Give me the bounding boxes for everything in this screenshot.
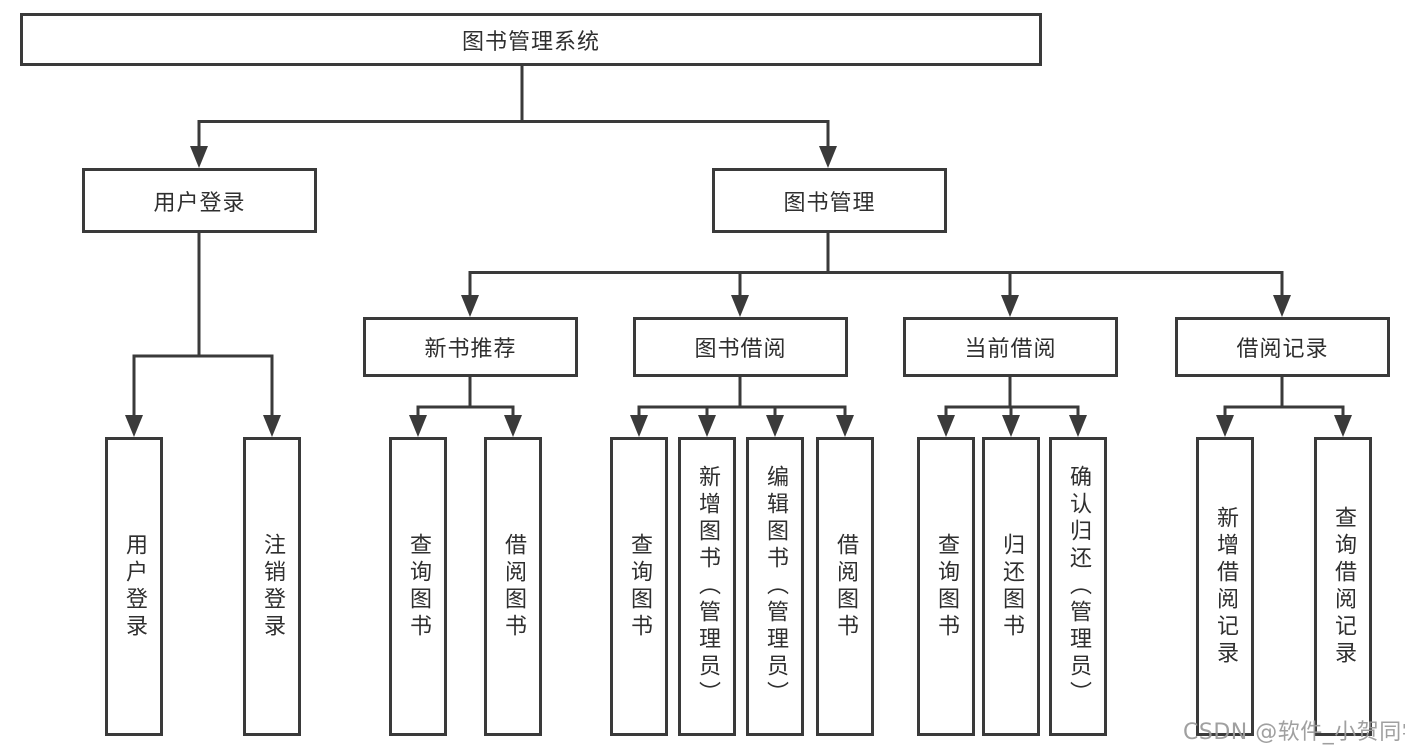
node-borrowing-records-label: 借阅记录 [1236, 337, 1329, 362]
node-leaf-add-borrow-record: 新增借阅记录 [1196, 437, 1254, 736]
node-leaf-query-books-current-label: 查询图书 [934, 532, 959, 641]
node-leaf-add-book-admin-label: 新增图书（管理员） [695, 465, 720, 708]
node-leaf-borrow-books: 借阅图书 [816, 437, 874, 736]
node-book-borrowing-label: 图书借阅 [694, 337, 787, 362]
node-leaf-query-books-current: 查询图书 [917, 437, 975, 736]
node-leaf-borrow-books-label: 借阅图书 [833, 532, 858, 641]
node-book-management: 图书管理 [712, 168, 947, 233]
node-leaf-logout-label: 注销登录 [260, 532, 285, 641]
node-leaf-logout: 注销登录 [243, 437, 301, 736]
node-book-borrowing: 图书借阅 [633, 317, 848, 377]
node-leaf-user-login-label: 用户登录 [122, 532, 147, 641]
node-leaf-user-login: 用户登录 [105, 437, 163, 736]
node-current-borrowing: 当前借阅 [903, 317, 1118, 377]
node-user-login: 用户登录 [82, 168, 317, 233]
node-leaf-return-book: 归还图书 [982, 437, 1040, 736]
node-leaf-confirm-return-admin: 确认归还（管理员） [1049, 437, 1107, 736]
node-current-borrowing-label: 当前借阅 [964, 337, 1057, 362]
node-leaf-edit-book-admin: 编辑图书（管理员） [746, 437, 804, 736]
node-leaf-query-borrow-record-label: 查询借阅记录 [1331, 505, 1356, 668]
node-leaf-confirm-return-admin-label: 确认归还（管理员） [1066, 465, 1091, 708]
node-leaf-return-book-label: 归还图书 [999, 532, 1024, 641]
node-leaf-query-borrow-record: 查询借阅记录 [1314, 437, 1372, 736]
node-leaf-borrow-books-recommend: 借阅图书 [484, 437, 542, 736]
node-leaf-borrow-books-recommend-label: 借阅图书 [501, 532, 526, 641]
node-leaf-query-books-borrowing: 查询图书 [610, 437, 668, 736]
node-leaf-edit-book-admin-label: 编辑图书（管理员） [763, 465, 788, 708]
node-leaf-add-book-admin: 新增图书（管理员） [678, 437, 736, 736]
node-new-book-recommend-label: 新书推荐 [424, 337, 517, 362]
node-leaf-add-borrow-record-label: 新增借阅记录 [1213, 505, 1238, 668]
node-new-book-recommend: 新书推荐 [363, 317, 578, 377]
node-library-system: 图书管理系统 [20, 13, 1042, 66]
node-leaf-query-books-recommend-label: 查询图书 [406, 532, 431, 641]
arrowhead-icons [125, 146, 1352, 437]
node-book-management-label: 图书管理 [783, 190, 876, 216]
node-user-login-label: 用户登录 [153, 190, 246, 216]
csdn-watermark: CSDN @软件_小贺同学 [1183, 720, 1405, 745]
node-leaf-query-books-recommend: 查询图书 [389, 437, 447, 736]
node-library-system-label: 图书管理系统 [461, 29, 600, 55]
node-borrowing-records: 借阅记录 [1175, 317, 1390, 377]
node-leaf-query-books-borrowing-label: 查询图书 [627, 532, 652, 641]
